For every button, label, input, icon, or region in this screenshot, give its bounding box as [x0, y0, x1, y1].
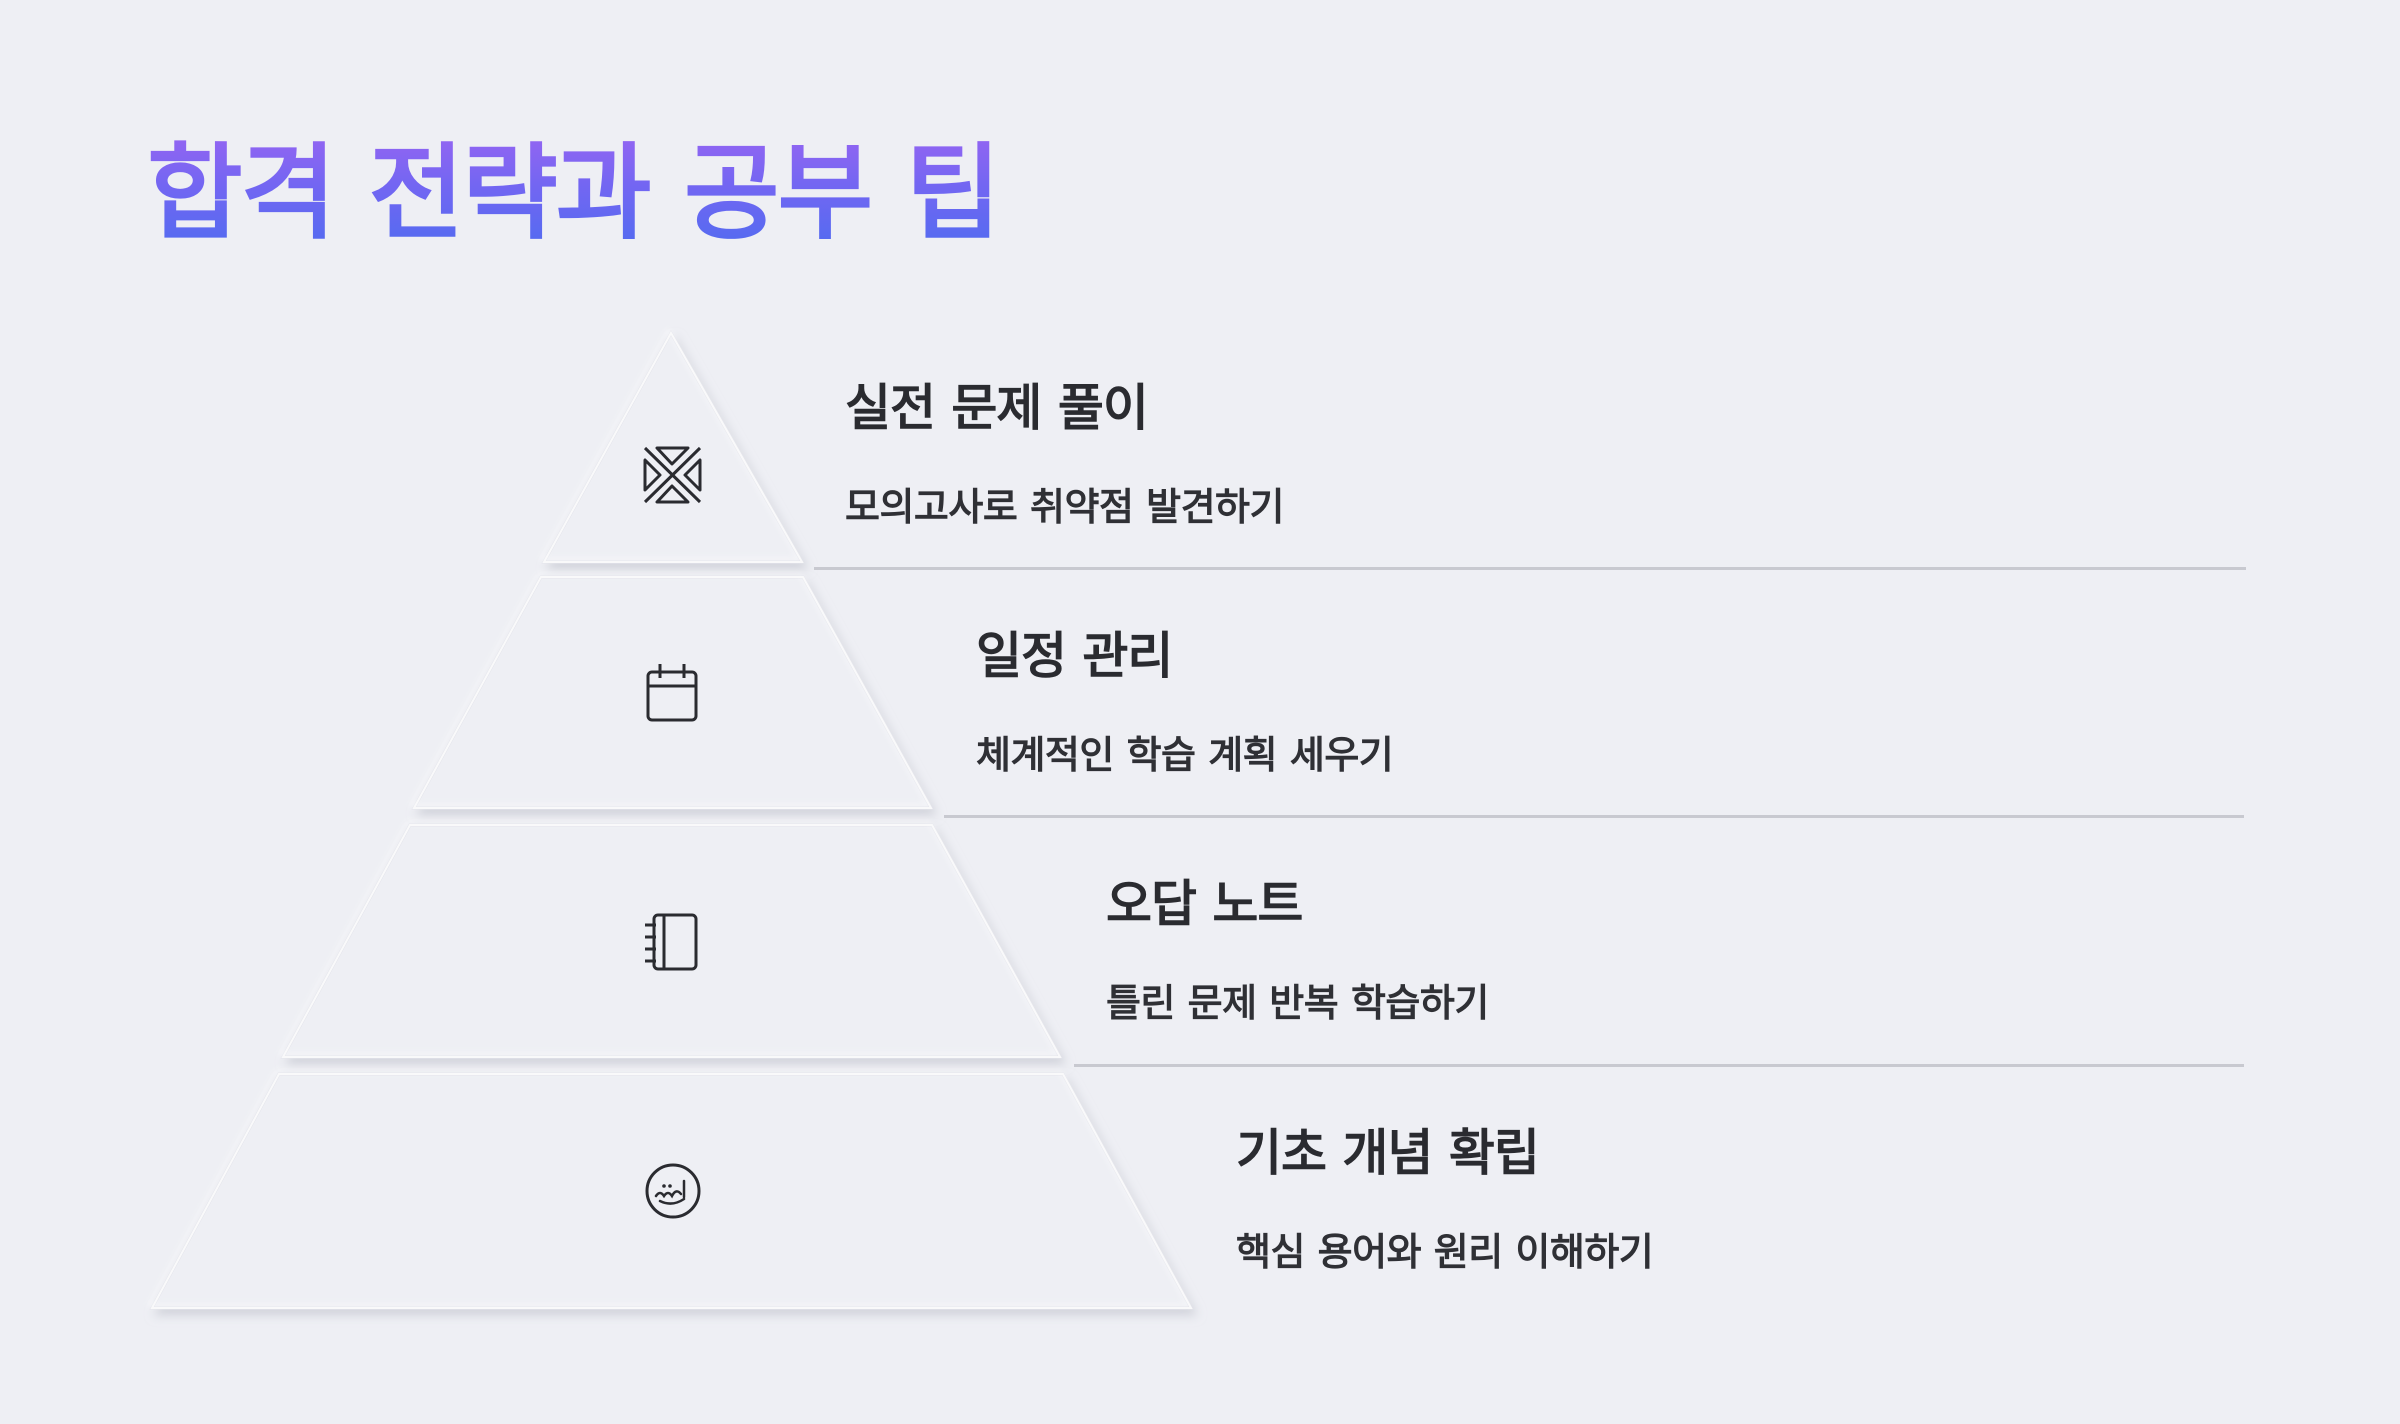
crossed-arrows-icon: [643, 446, 702, 504]
arabic-sunnah-seal-icon: [645, 1163, 701, 1219]
tier-3-text: 오답 노트 틀린 문제 반복 학습하기: [1106, 864, 1489, 1027]
tier-2-text: 일정 관리 체계적인 학습 계획 세우기: [976, 616, 1394, 779]
tier-1-text: 실전 문제 풀이 모의고사로 취약점 발견하기: [845, 368, 1284, 531]
tier-3-heading: 오답 노트: [1106, 875, 1303, 933]
divider-2: [944, 815, 2244, 818]
tier-4-heading: 기초 개념 확립: [1236, 1124, 1540, 1182]
tier-4-text: 기초 개념 확립 핵심 용어와 원리 이해하기: [1236, 1113, 1654, 1276]
pyramid-tier-3: [280, 823, 1063, 1059]
divider-1: [814, 567, 2246, 570]
tier-4-description: 핵심 용어와 원리 이해하기: [1236, 1230, 1654, 1274]
pyramid-tier-2: [411, 575, 934, 810]
tier-1-description: 모의고사로 취약점 발견하기: [845, 485, 1284, 529]
tier-1-heading: 실전 문제 풀이: [845, 379, 1149, 437]
divider-3: [1074, 1064, 2244, 1067]
pyramid-tier-4: [149, 1072, 1194, 1310]
notebook-icon: [645, 913, 698, 971]
page-title: 합격 전략과 공부 팁: [147, 108, 1001, 259]
tier-3-description: 틀린 문제 반복 학습하기: [1106, 981, 1489, 1025]
calendar-icon: [646, 664, 698, 722]
tier-2-description: 체계적인 학습 계획 세우기: [976, 733, 1394, 777]
tier-2-heading: 일정 관리: [976, 627, 1173, 685]
